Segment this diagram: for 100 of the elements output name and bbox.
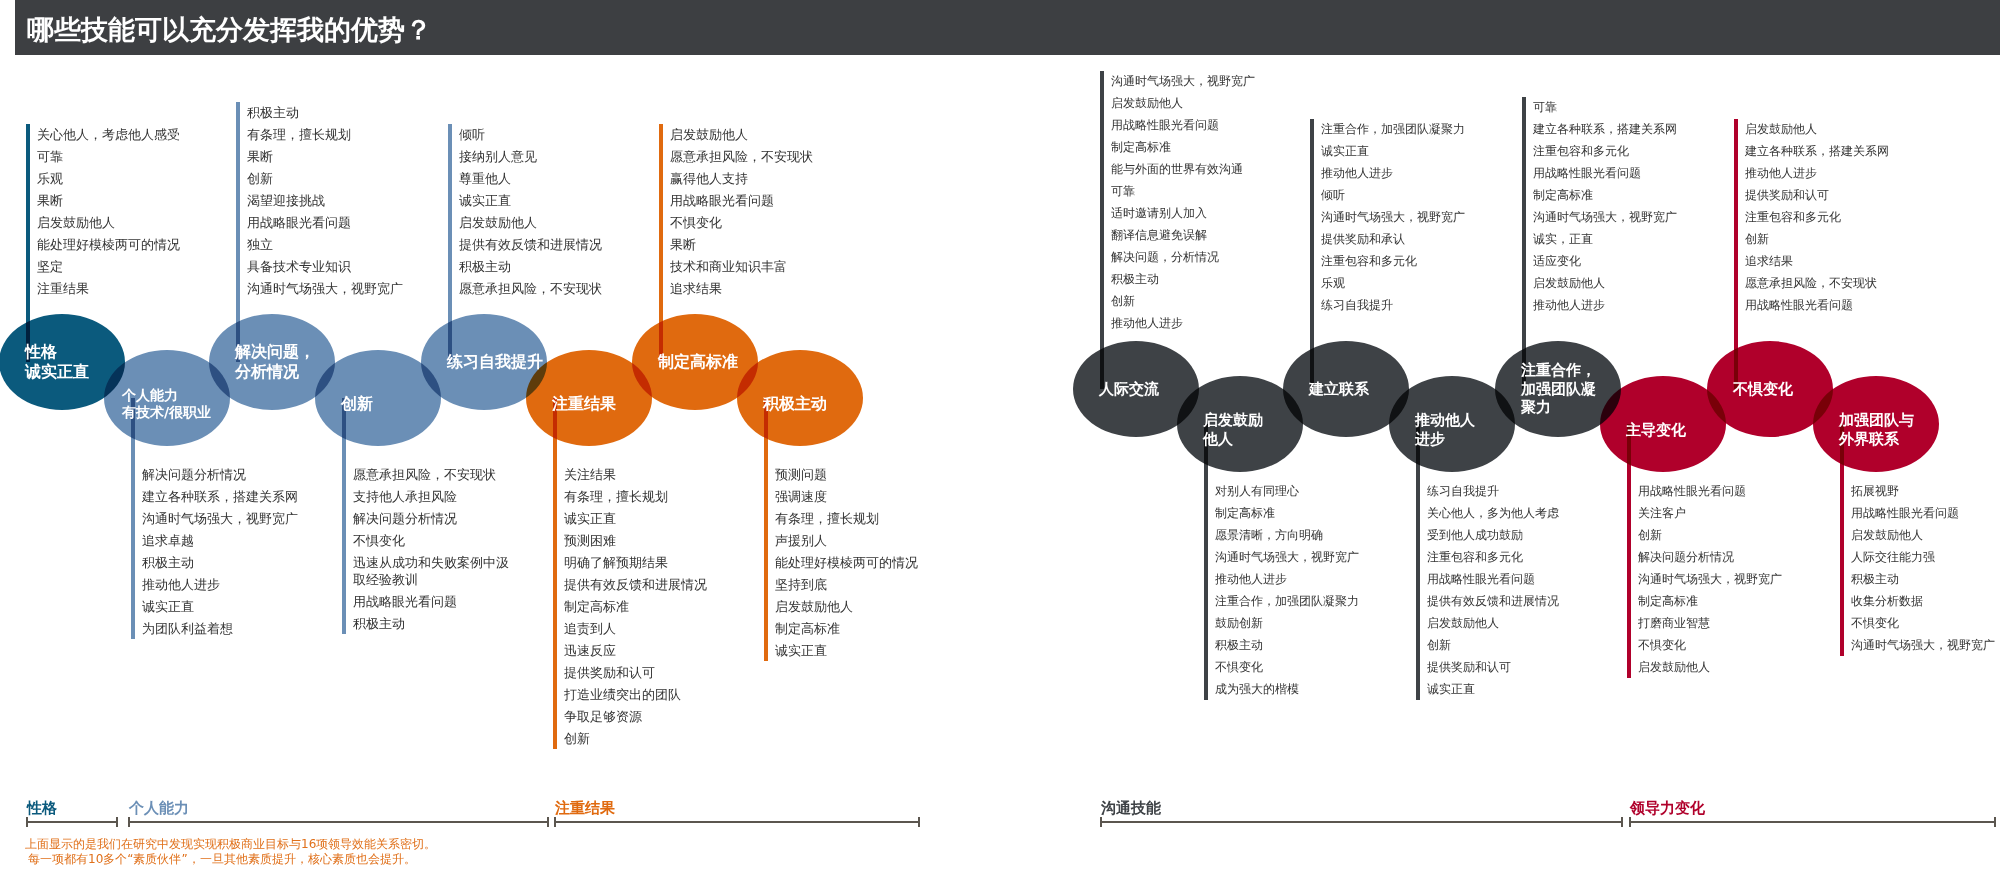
- trait-text: 用战略性眼光看问题: [1745, 297, 1854, 314]
- trait-text: 可靠: [1111, 183, 1136, 200]
- trait-text: 诚实，正直: [1533, 231, 1594, 248]
- trait-text: 沟通时气场强大，视野宽广: [1533, 209, 1677, 226]
- trait-text: 愿意承担风险，不安现状: [459, 280, 602, 297]
- trait-text: 积极主动: [353, 615, 406, 632]
- skill-name: 积极主动: [763, 394, 828, 414]
- category-label: 沟通技能: [1101, 799, 1161, 818]
- trait-text: 沟通时气场强大，视野宽广: [1638, 571, 1782, 588]
- trait-text: 关注客户: [1638, 505, 1687, 522]
- skill-name: 诚实正直: [25, 362, 90, 382]
- trait-text: 用战略眼光看问题: [353, 593, 458, 610]
- trait-text: 启发鼓励他人: [1111, 95, 1184, 112]
- trait-text: 对别人有同理心: [1215, 483, 1300, 500]
- trait-text: 明确了解预期结果: [564, 554, 669, 571]
- trait-text: 人际交往能力强: [1851, 549, 1936, 566]
- trait-text: 建立各种联系，搭建关系网: [1533, 121, 1677, 138]
- trait-text: 鼓励创新: [1215, 615, 1264, 632]
- trait-text: 提供奖励和承认: [1321, 231, 1406, 248]
- trait-text: 启发鼓励他人: [1638, 659, 1711, 676]
- trait-text: 不惧变化: [1215, 659, 1264, 676]
- trait-text: 坚持到底: [775, 576, 828, 593]
- trait-text: 积极主动: [1111, 271, 1160, 288]
- category-label: 个人能力: [129, 799, 189, 818]
- trait-text: 提供有效反馈和进展情况: [1427, 593, 1559, 610]
- trait-text: 能与外面的世界有效沟通: [1111, 161, 1244, 178]
- trait-text: 果断: [247, 148, 274, 165]
- trait-text: 成为强大的楷模: [1215, 681, 1300, 698]
- trait-text: 诚实正直: [459, 192, 512, 209]
- trait-text: 注重包容和多元化: [1745, 209, 1842, 226]
- trait-text: 注重合作，加强团队凝聚力: [1215, 593, 1359, 610]
- trait-text: 制定高标准: [1533, 187, 1594, 204]
- trait-text: 用战略眼光看问题: [670, 192, 775, 209]
- trait-text: 启发鼓励他人: [459, 214, 538, 231]
- trait-text: 推动他人进步: [1745, 165, 1818, 182]
- skill-name: 创新: [341, 394, 374, 414]
- trait-text: 声援别人: [775, 532, 828, 549]
- skill-name: 练习自我提升: [447, 352, 544, 372]
- trait-text: 有条理，擅长规划: [247, 126, 352, 143]
- trait-text: 提供有效反馈和进展情况: [459, 236, 602, 253]
- trait-text: 推动他人进步: [1321, 165, 1394, 182]
- trait-text: 诚实正直: [1321, 143, 1370, 160]
- trait-text: 用战略性眼光看问题: [1111, 117, 1220, 134]
- trait-text: 创新: [1745, 231, 1770, 248]
- skill-name: 解决问题，分析情况: [235, 342, 315, 382]
- trait-text: 积极主动: [142, 554, 195, 571]
- trait-text: 制定高标准: [1215, 505, 1276, 522]
- category-label: 性格: [27, 799, 57, 818]
- trait-text: 愿意承担风险，不安现状: [670, 148, 813, 165]
- trait-text: 注重包容和多元化: [1427, 549, 1524, 566]
- trait-text: 争取足够资源: [564, 708, 643, 725]
- skill-name: 制定高标准: [658, 352, 739, 372]
- footnote-text: 每一项都有10多个“素质伙伴”，一旦其他素质提升，核心素质也会提升。: [28, 851, 416, 868]
- trait-text: 用战略性眼光看问题: [1851, 505, 1960, 522]
- skill-name: 有技术/很职业: [122, 404, 213, 422]
- trait-text: 能处理好模棱两可的情况: [37, 236, 180, 253]
- trait-text: 提供有效反馈和进展情况: [564, 576, 707, 593]
- trait-text: 建立各种联系，搭建关系网: [142, 488, 298, 505]
- trait-text: 提供奖励和认可: [1745, 187, 1830, 204]
- trait-text: 关心他人，考虑他人感受: [37, 126, 180, 143]
- skill-name: 注重结果: [552, 394, 617, 414]
- trait-text: 沟通时气场强大，视野宽广: [1215, 549, 1359, 566]
- trait-text: 沟通时气场强大，视野宽广: [1111, 73, 1255, 90]
- trait-text: 不惧变化: [1851, 615, 1900, 632]
- trait-text: 启发鼓励他人: [1427, 615, 1500, 632]
- skill-name: 人际交流: [1099, 379, 1160, 399]
- trait-text: 倾听: [1321, 187, 1346, 204]
- trait-text: 愿意承担风险，不安现状: [353, 466, 497, 483]
- trait-text: 启发鼓励他人: [670, 126, 749, 143]
- trait-text: 可靠: [37, 148, 64, 165]
- trait-text: 坚定: [37, 258, 64, 275]
- trait-text: 愿意承担风险，不安现状: [1745, 275, 1878, 292]
- trait-text: 技术和商业知识丰富: [670, 258, 788, 275]
- trait-text: 诚实正直: [564, 510, 617, 527]
- trait-text: 预测困难: [564, 532, 617, 549]
- trait-text: 能处理好模棱两可的情况: [775, 554, 918, 571]
- skill-name: 个人能力: [122, 386, 179, 404]
- trait-text: 具备技术专业知识: [247, 258, 352, 275]
- trait-text: 适应变化: [1533, 253, 1582, 270]
- trait-text: 创新: [247, 170, 274, 187]
- trait-text: 接纳别人意见: [459, 148, 538, 165]
- trait-text: 创新: [1427, 637, 1452, 654]
- trait-text: 预测问题: [775, 466, 828, 483]
- trait-text: 受到他人成功鼓励: [1427, 527, 1524, 544]
- trait-text: 渴望迎接挑战: [247, 192, 326, 209]
- trait-text: 启发鼓励他人: [37, 214, 116, 231]
- trait-text: 追责到人: [564, 620, 617, 637]
- trait-text: 乐观: [1321, 275, 1346, 292]
- trait-text: 提供奖励和认可: [1427, 659, 1512, 676]
- trait-text: 不惧变化: [1638, 637, 1687, 654]
- trait-text: 提供奖励和认可: [564, 664, 656, 681]
- trait-text: 沟通时气场强大，视野宽广: [142, 510, 298, 527]
- trait-text: 推动他人进步: [1533, 297, 1606, 314]
- trait-text: 制定高标准: [1638, 593, 1699, 610]
- trait-text: 支持他人承担风险: [353, 488, 458, 505]
- skill-name: 性格: [25, 342, 58, 362]
- trait-text: 诚实正直: [142, 598, 195, 615]
- category-label: 注重结果: [555, 799, 615, 818]
- trait-text: 可靠: [1533, 99, 1558, 116]
- trait-text: 注重包容和多元化: [1533, 143, 1630, 160]
